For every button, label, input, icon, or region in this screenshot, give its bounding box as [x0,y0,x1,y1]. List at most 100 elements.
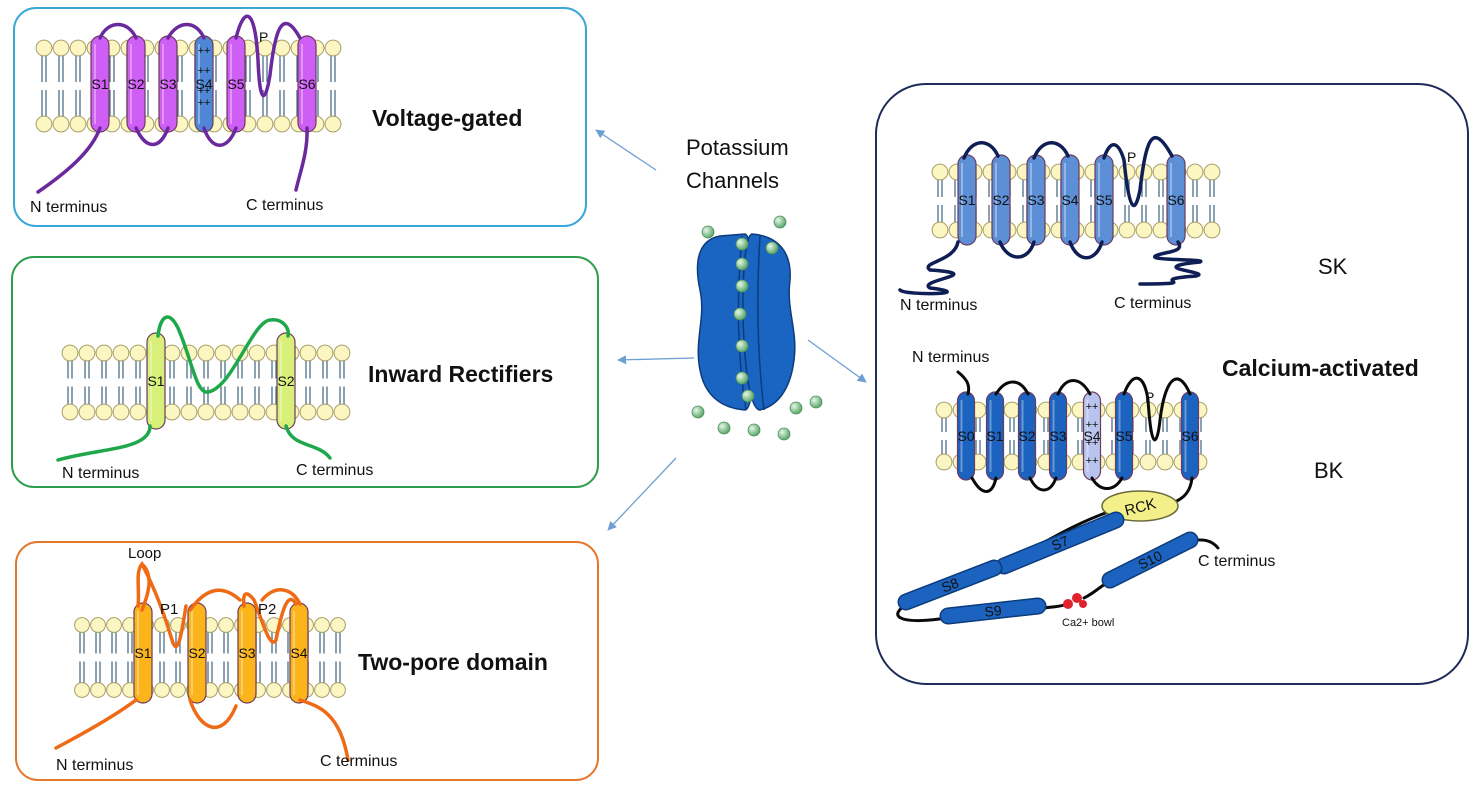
lipid-head [1135,221,1153,239]
bk-helix-s6: S6 [1180,391,1200,481]
vg-c-terminus: C terminus [246,197,323,214]
charge-mark: ++ [1086,437,1099,449]
calcium-activated-title: Calcium-activated [1222,355,1419,381]
vg-segment-label: S4 [195,76,212,92]
vg-title: Voltage-gated [372,105,522,131]
lipid-tails [322,359,328,406]
lipid-head [61,403,79,421]
bk-helix-s4: S4 [1082,391,1102,481]
sk-segment-label: S2 [992,192,1009,208]
lipid-head [1118,221,1136,239]
voltage-gated-panel [13,7,587,227]
lipid-tails [84,359,90,406]
lipid-tails [1162,416,1168,456]
lipid-head [324,39,342,57]
bk-cyto-segment-s8: S8 [897,559,1003,611]
tp-helix-s1: S1 [133,602,153,704]
lipid-tails [127,631,133,684]
lipid-head [35,39,53,57]
lipid-head [299,403,317,421]
ir-segment-label: S2 [277,373,294,389]
lipid-head [106,682,122,698]
lipid-head [95,403,113,421]
bk-segment-label: S5 [1115,428,1132,444]
pore-body-right [742,233,796,411]
potassium-ion [741,389,755,403]
lipid-tails [335,631,341,684]
tp-chain [54,560,350,762]
vg-helix-s5: S5 [226,35,246,133]
bk-cyto-segment-label: S7 [1049,532,1071,553]
bk-segment-label: S0 [957,428,974,444]
potassium-ions [691,215,823,441]
sk-segment-label: S4 [1061,192,1078,208]
tp-segment-label: S4 [290,645,307,661]
lipid-tails [159,631,165,684]
bk-n-terminus: N terminus [912,349,989,366]
bk-cyto-segment-label: S8 [939,574,961,595]
ir-title: Inward Rectifiers [368,361,553,387]
bk-label: BK [1314,458,1344,483]
ir-helix-s2: S2 [276,332,296,430]
lipid-head [931,163,949,181]
lipid-head [231,403,249,421]
lipid-tails [109,54,115,118]
ca-bowl-label: Ca2+ bowl [1062,617,1114,629]
bk-cyto-segment-label: S9 [984,602,1003,620]
center-title-line1: Potassium [686,135,789,160]
bk-segment-label: S3 [1049,428,1066,444]
bk-cyto-segment-s9: S9 [939,597,1047,625]
potassium-ion [717,421,731,435]
lipid-head [163,344,181,362]
sk-segment-label: S6 [1167,192,1184,208]
ca-bowl [1063,593,1087,609]
lipid-head [316,344,334,362]
arrow-to-two-pore [607,457,677,531]
pore-protein [696,233,796,411]
lipid-tails [79,631,85,684]
lipid-head [112,344,130,362]
lipid-tails [271,359,277,406]
bk-charge-marks: ++++++++ [1086,401,1099,467]
vg-chain [36,14,309,194]
potassium-ion [735,237,749,251]
lipid-head [299,344,317,362]
bk-helix-s0: S0 [956,391,976,481]
tp-c-terminus: C terminus [320,753,397,770]
lipid-tails [118,359,124,406]
potassium-ion [735,371,749,385]
lipid-tails [1141,178,1147,224]
ir-membrane [61,344,351,421]
ir-helices: S1 S2 [146,332,296,430]
sk-chain [898,135,1203,296]
potassium-ion [733,307,747,321]
bk-pore-label: P [1145,389,1154,405]
sk-helix-s6: S6 [1166,154,1186,246]
lipid-tails [339,359,345,406]
lipid-head [256,115,274,133]
bk-helix-s5: S5 [1114,391,1134,481]
potassium-ion [765,241,779,255]
ir-segment-label: S1 [147,373,164,389]
lipid-tails [58,54,64,118]
lipid-head [180,403,198,421]
lipid-head [129,344,147,362]
potassium-ion [773,215,787,229]
sk-segment-label: S5 [1095,192,1112,208]
lipid-head [163,403,181,421]
charge-mark: ++ [198,45,211,57]
pore-groove-2 [757,235,765,411]
lipid-head [90,617,106,633]
potassium-ion [735,339,749,353]
sk-segment-label: S3 [1027,192,1044,208]
tp-segment-label: S2 [188,645,205,661]
lipid-tails [67,359,73,406]
lipid-head [324,115,342,133]
lipid-head [1203,221,1221,239]
lipid-head [330,682,346,698]
lipid-head [266,682,282,698]
lipid-tails [279,54,285,118]
